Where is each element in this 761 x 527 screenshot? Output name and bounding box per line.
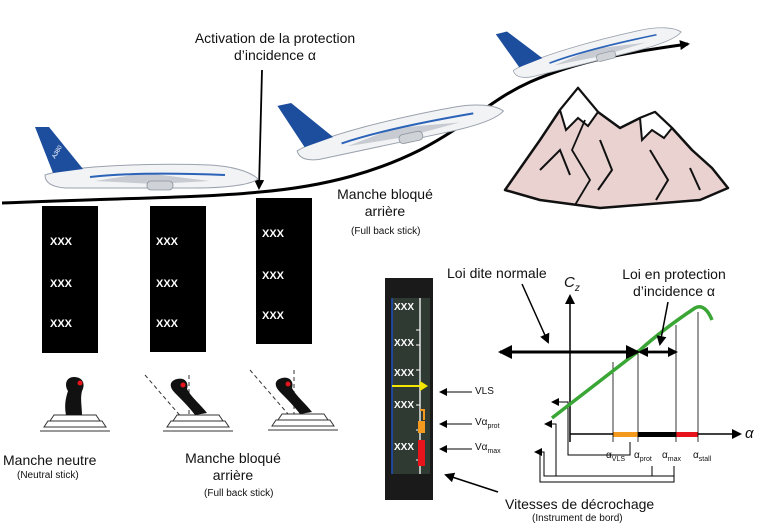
orange-band bbox=[418, 421, 425, 433]
aircraft-icon bbox=[277, 103, 505, 161]
tape-label: XXX bbox=[156, 278, 179, 290]
loi-protection-label: Loi en protection d’incidence α bbox=[622, 266, 726, 299]
tape-label: XXX bbox=[50, 236, 73, 248]
manche-neutre-label: Manche neutre bbox=[3, 452, 97, 468]
loi-normale-label: Loi dite normale bbox=[447, 265, 547, 281]
sidestick-icon bbox=[249, 369, 338, 431]
speed-tape-back-stick-2: XXX XXX XXX bbox=[256, 198, 312, 344]
mountain-icon bbox=[503, 86, 730, 210]
tape-label: XXX bbox=[394, 400, 415, 411]
alpha-vls-connector bbox=[551, 398, 631, 456]
tape-label: XXX bbox=[394, 338, 415, 349]
red-band bbox=[418, 440, 425, 466]
aircraft-icon bbox=[495, 27, 682, 78]
tape-label: XXX bbox=[394, 442, 415, 453]
alpha-vls-label: αVLS bbox=[606, 450, 626, 463]
neutral-stick-label: (Neutral stick) bbox=[17, 470, 79, 481]
full-back-stick-top-label: (Full back stick) bbox=[351, 226, 421, 237]
manche-bloque-top-label: Manche bloqué arrière bbox=[337, 186, 433, 219]
vls-label: VLS bbox=[475, 386, 494, 397]
tape-label: XXX bbox=[50, 318, 73, 330]
protection-pointer bbox=[656, 301, 669, 346]
activation-arrow bbox=[254, 69, 265, 190]
orange-band bbox=[420, 409, 425, 420]
tape-label: XXX bbox=[262, 310, 285, 322]
valpha-max-label: Vαmax bbox=[475, 442, 501, 455]
tape-label: XXX bbox=[262, 228, 285, 240]
tape-label: XXX bbox=[394, 368, 415, 379]
activation-title: Activation de la protection d’incidence … bbox=[194, 30, 356, 63]
full-back-stick-bottom-label: (Full back stick) bbox=[204, 488, 274, 499]
normal-law-pointer bbox=[521, 283, 550, 344]
tape-label: XXX bbox=[394, 302, 415, 313]
alpha-max-label: αmax bbox=[662, 450, 682, 463]
cz-axis-label: Cz bbox=[564, 274, 580, 294]
tape-label: XXX bbox=[50, 278, 73, 290]
alpha-axis-label: α bbox=[745, 425, 754, 442]
instrument-de-bord-label: (Instrument de bord) bbox=[532, 513, 623, 524]
alpha-bar-black bbox=[638, 432, 676, 437]
tape-label: XXX bbox=[156, 236, 179, 248]
tape-label: XXX bbox=[262, 270, 285, 282]
vitesses-decrochage-label: Vitesses de décrochage bbox=[505, 496, 655, 512]
alpha-max-connector bbox=[534, 448, 675, 483]
alpha-bar-red bbox=[676, 432, 698, 437]
sidestick-icon bbox=[40, 377, 110, 432]
aircraft-icon: A380 bbox=[35, 127, 259, 191]
sidestick-icon bbox=[144, 374, 233, 432]
alpha-prot-label: αprot bbox=[634, 450, 652, 463]
valpha-prot-label: Vαprot bbox=[475, 417, 500, 430]
speed-tape-neutral: XXX XXX XXX bbox=[42, 206, 98, 353]
speed-tape-back-stick-1: XXX XXX XXX bbox=[150, 206, 206, 352]
lift-curve bbox=[550, 305, 714, 420]
manche-bloque-bottom-label: Manche bloqué arrière bbox=[185, 450, 281, 483]
alpha-stall-label: αstall bbox=[693, 450, 712, 463]
tape-label: XXX bbox=[156, 318, 179, 330]
vls-marker bbox=[420, 381, 428, 391]
alpha-bar-orange bbox=[613, 432, 638, 437]
stall-speed-pointer bbox=[444, 472, 499, 493]
